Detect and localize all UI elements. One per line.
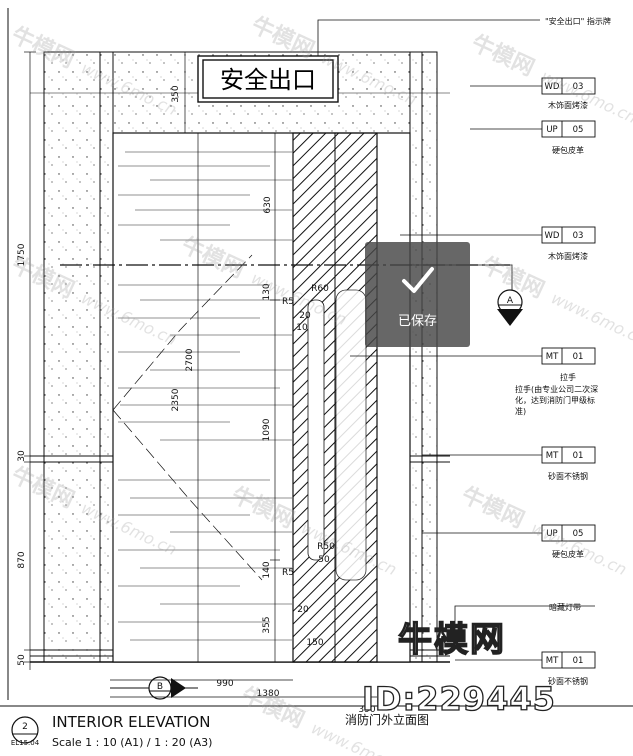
callout-2: UP 05 硬包皮革 — [470, 120, 596, 155]
drawing-scale: Scale 1 : 10 (A1) / 1 : 20 (A3) — [52, 736, 212, 749]
callout-label: 暗藏灯带 — [549, 602, 581, 612]
exit-sign: 安全出口 — [197, 19, 540, 103]
dimension-label: R5 — [282, 568, 294, 578]
dimension-label: 20 — [299, 311, 311, 321]
dimension-label: 50 — [318, 555, 330, 565]
callout-code: MT — [546, 656, 559, 666]
dimension-label: 1380 — [257, 689, 280, 699]
watermark-brand: 牛模网 — [467, 30, 538, 81]
callout-3: WD 03 木饰面烤漆 — [400, 226, 596, 261]
dimension-labels: 1750 30 870 50 350 2700 2350 630 130 1090 140 355 99… — [17, 85, 376, 715]
callout-number: 01 — [573, 451, 584, 461]
dimension-label: 2700 — [185, 348, 195, 371]
callout-code: UP — [546, 529, 557, 539]
frame — [0, 8, 633, 707]
dimension-label: R50 — [317, 542, 335, 552]
section-marker-a-letter: A — [507, 296, 514, 306]
section-marker-b-letter: B — [157, 682, 163, 692]
callout-6: UP 05 硬包皮革 — [422, 524, 596, 559]
dimension-label: 355 — [262, 616, 272, 633]
saved-toast: 已保存 — [365, 242, 470, 347]
callout-label: 砂面不锈钢 — [548, 676, 588, 686]
drawing-title: INTERIOR ELEVATION — [52, 713, 210, 731]
callout-number: 05 — [573, 529, 584, 539]
watermark-brand: 牛模网 — [457, 482, 528, 533]
drawing-subtitle: 消防门外立面图 — [345, 712, 429, 727]
dimension-label: R60 — [311, 284, 329, 294]
callout-note-line: 准) — [515, 406, 526, 416]
callout-code: WD — [545, 82, 560, 92]
callout-1: WD 03 木饰面烤漆 — [470, 77, 596, 110]
callout-number: 03 — [573, 231, 584, 241]
dimension-label: 130 — [262, 283, 272, 300]
callout-5: MT 01 砂面不锈钢 — [422, 446, 596, 481]
title-block: 2 EL15.04 INTERIOR ELEVATION Scale 1 : 1… — [11, 712, 429, 749]
exit-sign-note: "安全出口" 指示牌 — [545, 16, 611, 26]
callout-label: 木饰面烤漆 — [548, 251, 588, 261]
dimension-label: 150 — [306, 638, 323, 648]
callout-number: 01 — [573, 352, 584, 362]
callout-label: 硬包皮革 — [552, 549, 584, 559]
dimension-label: 10 — [296, 323, 308, 333]
dimension-label: R5 — [282, 297, 294, 307]
callout-label: 拉手 — [560, 372, 576, 382]
watermark-id: ID:229445 — [361, 679, 556, 718]
section-marker-a: A — [410, 264, 523, 326]
dimension-label: 20 — [297, 605, 309, 615]
callout-note-line: 拉手(由专业公司二次深 — [515, 384, 598, 394]
callout-code: MT — [546, 352, 559, 362]
title-ref-sheet: EL15.04 — [11, 739, 40, 747]
dimension-label: 350 — [171, 85, 181, 102]
dimension-label: 1750 — [17, 243, 27, 266]
callout-8: MT 01 砂面不锈钢 — [455, 651, 596, 686]
dimension-label: 630 — [263, 196, 273, 213]
saved-toast-label: 已保存 — [397, 314, 437, 329]
watermark-brand: 牛模网 — [7, 22, 78, 73]
dimension-lines — [24, 51, 377, 698]
dimension-label: 990 — [216, 679, 233, 689]
callout-label: 砂面不锈钢 — [548, 471, 588, 481]
dimension-label: 870 — [17, 551, 27, 568]
callout-number: 03 — [573, 82, 584, 92]
watermark-logo: 牛模网 — [397, 619, 506, 660]
callout-7: 暗藏灯带 — [437, 602, 595, 641]
dimension-label: 1090 — [262, 418, 272, 441]
checkmark-icon — [401, 267, 434, 293]
exit-sign-text: 安全出口 — [220, 66, 316, 94]
callout-number: 05 — [573, 125, 584, 135]
callout-note-line: 化，达到消防门甲级标 — [515, 395, 595, 405]
watermark-url: www.6mo.cn — [548, 288, 633, 349]
hatched-strip — [292, 132, 378, 663]
callout-code: WD — [545, 231, 560, 241]
title-ref-number: 2 — [22, 722, 28, 732]
watermark-url: www.6mo.cn — [538, 66, 633, 127]
callout-code: MT — [546, 451, 559, 461]
callout-label: 木饰面烤漆 — [548, 100, 588, 110]
callout-label: 硬包皮革 — [552, 145, 584, 155]
dimension-label: 2350 — [171, 388, 181, 411]
callout-tags: WD 03 木饰面烤漆 UP 05 硬包皮革 WD 03 木饰面烤漆 MT 01 拉手拉手(由专业公司… — [350, 77, 598, 686]
dimension-label: 30 — [17, 450, 27, 462]
dimension-label: 50 — [17, 654, 27, 666]
dimension-label: 390 — [358, 705, 375, 715]
callout-code: UP — [546, 125, 557, 135]
callout-number: 01 — [573, 656, 584, 666]
section-marker-b: B — [110, 676, 198, 700]
dimension-label: 140 — [262, 561, 272, 578]
